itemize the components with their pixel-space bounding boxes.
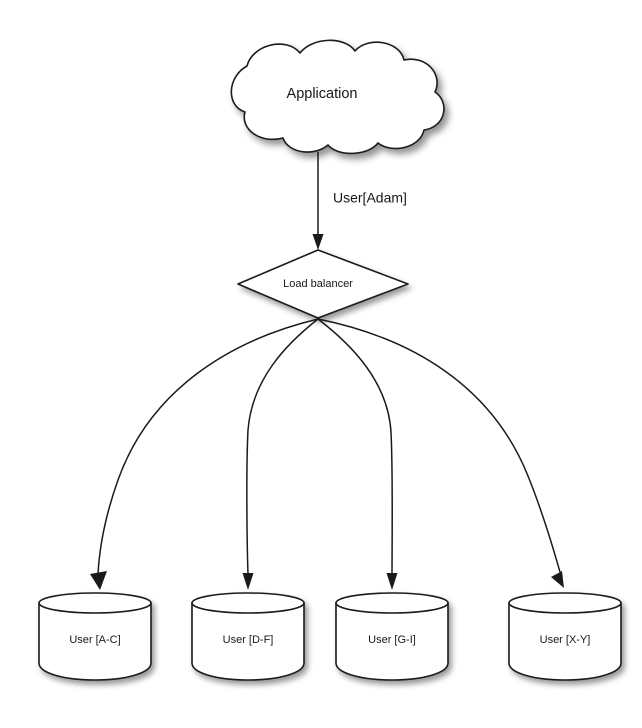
database-4-body (508, 602, 622, 681)
edge-lb-to-db-2-arrowhead (242, 573, 254, 590)
edge-app-to-lb-arrowhead (312, 234, 324, 250)
cloud-shape (230, 39, 445, 155)
cloud-label: Application (287, 86, 358, 102)
edge-lb-to-db-1 (90, 318, 319, 590)
edge-lb-to-db-1-curve (97, 318, 319, 575)
edge-lb-to-db-4 (317, 318, 564, 588)
node-cloud[interactable]: Application (230, 39, 445, 155)
edge-app-to-loadbalancer (312, 152, 324, 250)
edge-lb-to-db-3-arrowhead (386, 573, 398, 590)
edge-label-user-adam: User[Adam] (333, 190, 407, 206)
load-balancer-label: Load balancer (283, 278, 353, 290)
edge-lb-to-db-2-curve (246, 318, 319, 575)
database-2-body (191, 602, 305, 681)
edge-lb-to-db-4-arrowhead (551, 571, 564, 588)
edge-lb-to-db-4-curve (317, 318, 561, 573)
database-4-label: User [X-Y] (540, 634, 591, 646)
diamond-shape (237, 249, 409, 319)
database-3-top (335, 592, 449, 614)
database-4-top (508, 592, 622, 614)
database-2-top (191, 592, 305, 614)
node-load-balancer[interactable]: Load balancer (237, 249, 409, 319)
node-database-4[interactable]: User [X-Y] (508, 592, 622, 681)
database-1-body (38, 602, 152, 681)
database-3-label: User [G-I] (368, 634, 416, 646)
node-database-3[interactable]: User [G-I] (335, 592, 449, 681)
node-database-1[interactable]: User [A-C] (38, 592, 152, 681)
node-database-2[interactable]: User [D-F] (191, 592, 305, 681)
edge-lb-to-db-3-curve (317, 318, 393, 575)
database-2-label: User [D-F] (223, 634, 274, 646)
edge-lb-to-db-1-arrowhead (90, 571, 107, 590)
database-1-top (38, 592, 152, 614)
database-1-label: User [A-C] (69, 634, 120, 646)
edge-lb-to-db-2 (242, 318, 319, 590)
edge-lb-to-db-3 (317, 318, 398, 590)
database-3-body (335, 602, 449, 681)
